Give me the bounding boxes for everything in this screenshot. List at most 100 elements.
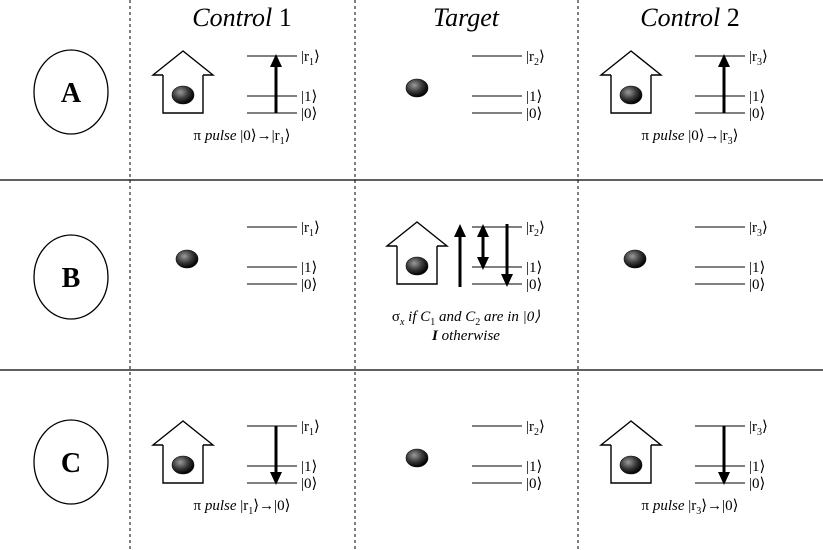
cells: |r1⟩|1⟩|0⟩π pulse |0⟩→|r1⟩|r2⟩|1⟩|0⟩|r3⟩… [151, 49, 768, 517]
row-label-c: C [33, 419, 109, 505]
caption-end: ⟩→|0⟩ [253, 498, 290, 514]
atom [175, 249, 199, 269]
caption-pulse: pulse [204, 128, 237, 144]
level-r-close: ⟩ [539, 220, 545, 236]
level-r-prefix: |r [749, 220, 757, 236]
arrow-head [718, 472, 730, 485]
level-0-label: |0⟩ [526, 476, 542, 492]
caption-subscript: 3 [728, 136, 733, 147]
caption-identity: I [431, 328, 439, 344]
level-r-close: ⟩ [762, 220, 768, 236]
house-walls [162, 445, 204, 484]
level-r-close: ⟩ [314, 419, 320, 435]
level-r-close: ⟩ [762, 419, 768, 435]
cell-b-2: |r2⟩ |1⟩|0⟩ σx if C1 and C2 are in |0⟩I ot… [385, 220, 545, 344]
caption-otherwise: otherwise [438, 328, 500, 344]
caption-end: ⟩ [285, 128, 291, 144]
level-r-label: |r1⟩ [301, 220, 320, 239]
caption-transition: |r [237, 498, 249, 514]
level-1-label: |1⟩ [749, 260, 765, 276]
level-0-label: |0⟩ [749, 106, 765, 122]
column-header-name: Target [433, 3, 500, 32]
level-r-close: ⟩ [314, 49, 320, 65]
caption-and-c: and C [435, 309, 476, 325]
caption-subscript: 1 [248, 506, 253, 517]
level-r-subscript: 2 [534, 228, 539, 239]
level-1-label: |1⟩ [526, 260, 542, 276]
level-r-subscript: 1 [309, 427, 314, 438]
caption-pi: π [194, 498, 205, 514]
condition-caption-line-1: σx if C1 and C2 are in |0⟩ [392, 309, 540, 328]
level-r-subscript: 1 [309, 228, 314, 239]
level-r-prefix: |r [526, 220, 534, 236]
level-r-label: |r3⟩ [749, 49, 768, 68]
level-r-label: |r1⟩ [301, 49, 320, 68]
level-r-subscript: 2 [534, 57, 539, 68]
caption-transition: |0⟩→|r [237, 128, 280, 144]
level-r-label: |r3⟩ [749, 220, 768, 239]
level-r-subscript: 3 [757, 427, 762, 438]
level-r-subscript: 1 [309, 57, 314, 68]
house-walls [396, 246, 438, 285]
level-1-label: |1⟩ [749, 89, 765, 105]
atom [405, 448, 429, 468]
level-0-label: |0⟩ [526, 277, 542, 293]
level-0-label: |0⟩ [749, 277, 765, 293]
cell-a-2: |r2⟩|1⟩|0⟩ [405, 49, 545, 122]
level-1-label: |1⟩ [301, 260, 317, 276]
column-header-number: 2 [720, 3, 740, 32]
level-1-label: |1⟩ [526, 459, 542, 475]
level-1-label: |1⟩ [526, 89, 542, 105]
pulse-caption: π pulse |0⟩→|r3⟩ [642, 128, 739, 147]
caption-pi: π [642, 498, 653, 514]
level-0-label: |0⟩ [301, 476, 317, 492]
level-r-prefix: |r [301, 419, 309, 435]
level-r-prefix: |r [749, 49, 757, 65]
level-r-subscript: 3 [757, 57, 762, 68]
house-roof [385, 221, 449, 247]
cell-a-3: |r3⟩ |1⟩|0⟩ π pulse |0⟩→|r3⟩ [599, 49, 768, 147]
level-r-label: |r1⟩ [301, 419, 320, 438]
cell-b-1: |r1⟩ |1⟩|0⟩ [175, 220, 320, 293]
caption-subscript: 3 [696, 506, 701, 517]
caption-subscript: 1 [280, 136, 285, 147]
level-r-label: |r2⟩ [526, 220, 545, 239]
arrow-head [718, 54, 730, 67]
level-r-label: |r2⟩ [526, 49, 545, 68]
level-1-label: |1⟩ [749, 459, 765, 475]
pulse-caption: π pulse |r1⟩→|0⟩ [194, 498, 291, 517]
row-label-ellipse [33, 234, 109, 320]
level-r-prefix: |r [749, 419, 757, 435]
pulse-caption: π pulse |0⟩→|r1⟩ [194, 128, 291, 147]
level-r-close: ⟩ [539, 419, 545, 435]
level-r-label: |r3⟩ [749, 419, 768, 438]
atom [171, 85, 195, 105]
row-label-a: A [33, 49, 109, 135]
level-0-label: |0⟩ [301, 277, 317, 293]
column-header-name: Control [640, 3, 720, 32]
column-header: Control 2 [640, 3, 739, 32]
level-0-label: |0⟩ [749, 476, 765, 492]
pulse-caption: π pulse |r3⟩→|0⟩ [642, 498, 739, 517]
level-r-close: ⟩ [314, 220, 320, 236]
caption-transition: |0⟩→|r [685, 128, 728, 144]
caption-sigma-sub: x [399, 317, 405, 328]
level-0-label: |0⟩ [301, 106, 317, 122]
level-1-label: |1⟩ [301, 459, 317, 475]
caption-end: ⟩→|0⟩ [701, 498, 738, 514]
caption-pulse: pulse [204, 498, 237, 514]
level-r-prefix: |r [526, 49, 534, 65]
atom [619, 85, 643, 105]
house-roof [151, 420, 215, 446]
arrow-head [270, 54, 282, 67]
level-r-prefix: |r [526, 419, 534, 435]
row-label-ellipse [33, 49, 109, 135]
column-header: Control 1 [192, 3, 291, 32]
caption-sigma: σ [392, 309, 400, 325]
atom [405, 78, 429, 98]
level-r-label: |r2⟩ [526, 419, 545, 438]
column-header-number: 1 [272, 3, 292, 32]
condition-caption-line-2: I otherwise [431, 328, 500, 344]
